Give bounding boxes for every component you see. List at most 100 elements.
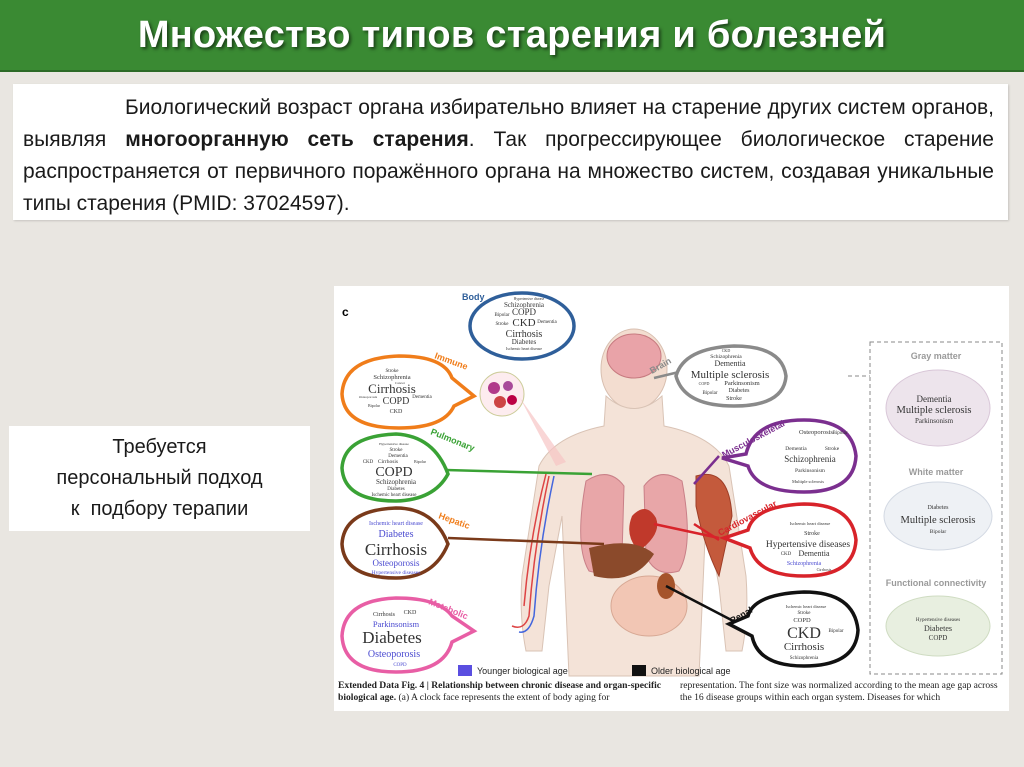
disease-word: Schizophrenia	[790, 656, 819, 661]
disease-word: Hypertensive disease	[379, 442, 409, 446]
disease-word: Cirrhosis	[378, 459, 398, 465]
age-legend: Younger biological age Older biological …	[458, 665, 731, 676]
disease-word: Cirrhosis	[365, 540, 427, 559]
heart-organ	[629, 508, 658, 551]
intro-text-box: Биологический возраст органа избирательн…	[13, 84, 1008, 220]
older-legend-label: Older biological age	[651, 666, 731, 676]
disease-word: CKD	[787, 625, 821, 642]
intro-text-start: Биологический возраст органа избирательн…	[23, 96, 994, 151]
disease-word: Stroke	[495, 322, 509, 327]
disease-word: Hypertensive diseases	[766, 540, 850, 550]
disease-word: Schizophrenia	[710, 354, 742, 360]
cardiovascular-connector-2	[653, 522, 720, 540]
disease-word: COPD	[393, 663, 407, 668]
disease-word: Osteoporosis	[359, 395, 378, 399]
disease-word: Parkinsonism	[795, 468, 826, 474]
disease-word: Osteoporosis	[373, 558, 420, 568]
disease-word: Schizophrenia	[376, 478, 417, 486]
therapy-note-box: Требуется персональный подход к подбору …	[9, 426, 310, 531]
disease-word: Bipolar	[833, 431, 848, 436]
brain-imaging-panel: Gray matter Dementia Multiple sclerosis …	[848, 341, 1003, 675]
hepatic-connector	[447, 536, 605, 546]
disease-word: Bipolar	[495, 313, 510, 318]
disease-word: Dementia	[412, 395, 432, 400]
disease-word: Parkinsonism	[724, 380, 759, 387]
title-bar: Множество типов старения и болезней	[0, 0, 1024, 72]
disease-word: Hypertensive disease	[514, 297, 545, 301]
metabolic-bubble: Metabolic Cirrhosis CKD Parkinsonism Dia…	[340, 596, 478, 674]
pulmonary-bubble: Pulmonary Hypertensive disease Stroke De…	[340, 427, 476, 503]
disease-word: Dementia	[388, 454, 408, 459]
organ-aging-diagram: c Body Hypertensive disease Schizophreni…	[340, 291, 1003, 677]
panel-letter: c	[342, 305, 349, 319]
disease-word: Ischemic heart disease	[786, 604, 826, 609]
disease-word: CKD	[512, 317, 535, 329]
caption-column-1: Extended Data Fig. 4 | Relationship betw…	[338, 680, 668, 704]
disease-word: Multiple sclerosis	[691, 369, 770, 381]
older-legend-swatch	[632, 665, 646, 676]
caption-column-2: representation. The font size was normal…	[680, 680, 998, 703]
disease-word: Schizophrenia	[504, 301, 545, 309]
hepatic-bubble: Hepatic Ischemic heart disease Diabetes …	[340, 506, 471, 580]
body-label: Body	[462, 292, 485, 302]
gray-matter-label: Gray matter	[911, 351, 962, 361]
disease-word: Cirrhosis	[373, 612, 396, 618]
disease-word: Stroke	[726, 396, 742, 402]
disease-word: Bipolar	[930, 529, 947, 535]
disease-word: COPD	[929, 634, 948, 642]
disease-word: Hypertensive diseases	[372, 570, 421, 576]
disease-word: Diabetes	[362, 628, 421, 647]
disease-word: Cirrhosis	[506, 329, 543, 340]
disease-word: Osteoporosis	[368, 649, 420, 660]
disease-word: Dementia	[537, 320, 557, 325]
disease-word: Schizophrenia	[784, 454, 835, 464]
brain-organ	[606, 333, 662, 379]
disease-word: Bipolar	[703, 391, 718, 396]
disease-word: Hypertensive diseases	[916, 618, 960, 623]
disease-word: Osteoporosis	[799, 429, 833, 436]
muscle-organ	[695, 474, 733, 578]
disease-word: Diabetes	[379, 529, 414, 540]
disease-word: Parkinsonism	[373, 619, 420, 629]
immune-bubble: Immune Stroke Schizophrenia Cancer Cirrh…	[340, 350, 478, 430]
disease-word: Ischemic heart disease	[372, 493, 418, 498]
therapy-note-line-2: персональный подход	[56, 467, 263, 489]
disease-word: COPD	[699, 381, 710, 386]
disease-word: Diabetes	[924, 624, 952, 633]
blood-vessels	[511, 473, 555, 633]
renal-bubble: Renal Ischemic heart disease Stroke COPD…	[724, 590, 860, 668]
disease-word: Stroke	[385, 369, 399, 374]
disease-word: Ischemic heart disease	[369, 521, 423, 527]
disease-word: Parkinsonism	[915, 417, 954, 425]
organ-aging-figure: c Body Hypertensive disease Schizophreni…	[334, 286, 1009, 711]
disease-word: Stroke	[804, 531, 820, 537]
disease-word: CKD	[404, 610, 417, 616]
caption-bold: Extended Data Fig. 4 | Relationship betw…	[338, 680, 662, 703]
immune-beam	[520, 398, 566, 466]
disease-word: Ischemic heart disease	[790, 521, 830, 526]
disease-word: CKD	[781, 552, 792, 557]
brain-bubble: Brain CKD Schizophrenia Dementia Multipl…	[648, 344, 788, 408]
hepatic-label: Hepatic	[437, 510, 471, 531]
disease-word: Diabetes	[729, 388, 751, 394]
disease-word: Diabetes	[387, 487, 405, 492]
intro-text-end: . Так прогрессирующее биологическое стар…	[23, 128, 994, 215]
intro-paragraph: Биологический возраст органа избирательн…	[23, 92, 994, 220]
younger-legend-swatch	[458, 665, 472, 676]
disease-word: Ischemic heart disease	[506, 346, 542, 351]
therapy-note-line-1: Требуется	[112, 436, 207, 458]
disease-word: Cirrhosis	[784, 641, 824, 653]
slide-title: Множество типов старения и болезней	[137, 13, 887, 56]
therapy-note-line-3: к подбору терапии	[70, 498, 249, 520]
white-matter-label: White matter	[909, 467, 964, 477]
functional-connectivity-label: Functional connectivity	[886, 578, 987, 588]
disease-word: CKD	[390, 409, 403, 415]
disease-word: Stroke	[389, 448, 403, 453]
disease-word: Cirrhosis	[368, 381, 416, 396]
disease-word: Diabetes	[928, 505, 950, 511]
disease-word: Dementia	[785, 446, 807, 452]
disease-word: CKD	[363, 460, 374, 465]
disease-word: COPD	[383, 396, 410, 407]
liver-organ	[589, 543, 654, 579]
disease-word: Stroke	[797, 611, 811, 616]
